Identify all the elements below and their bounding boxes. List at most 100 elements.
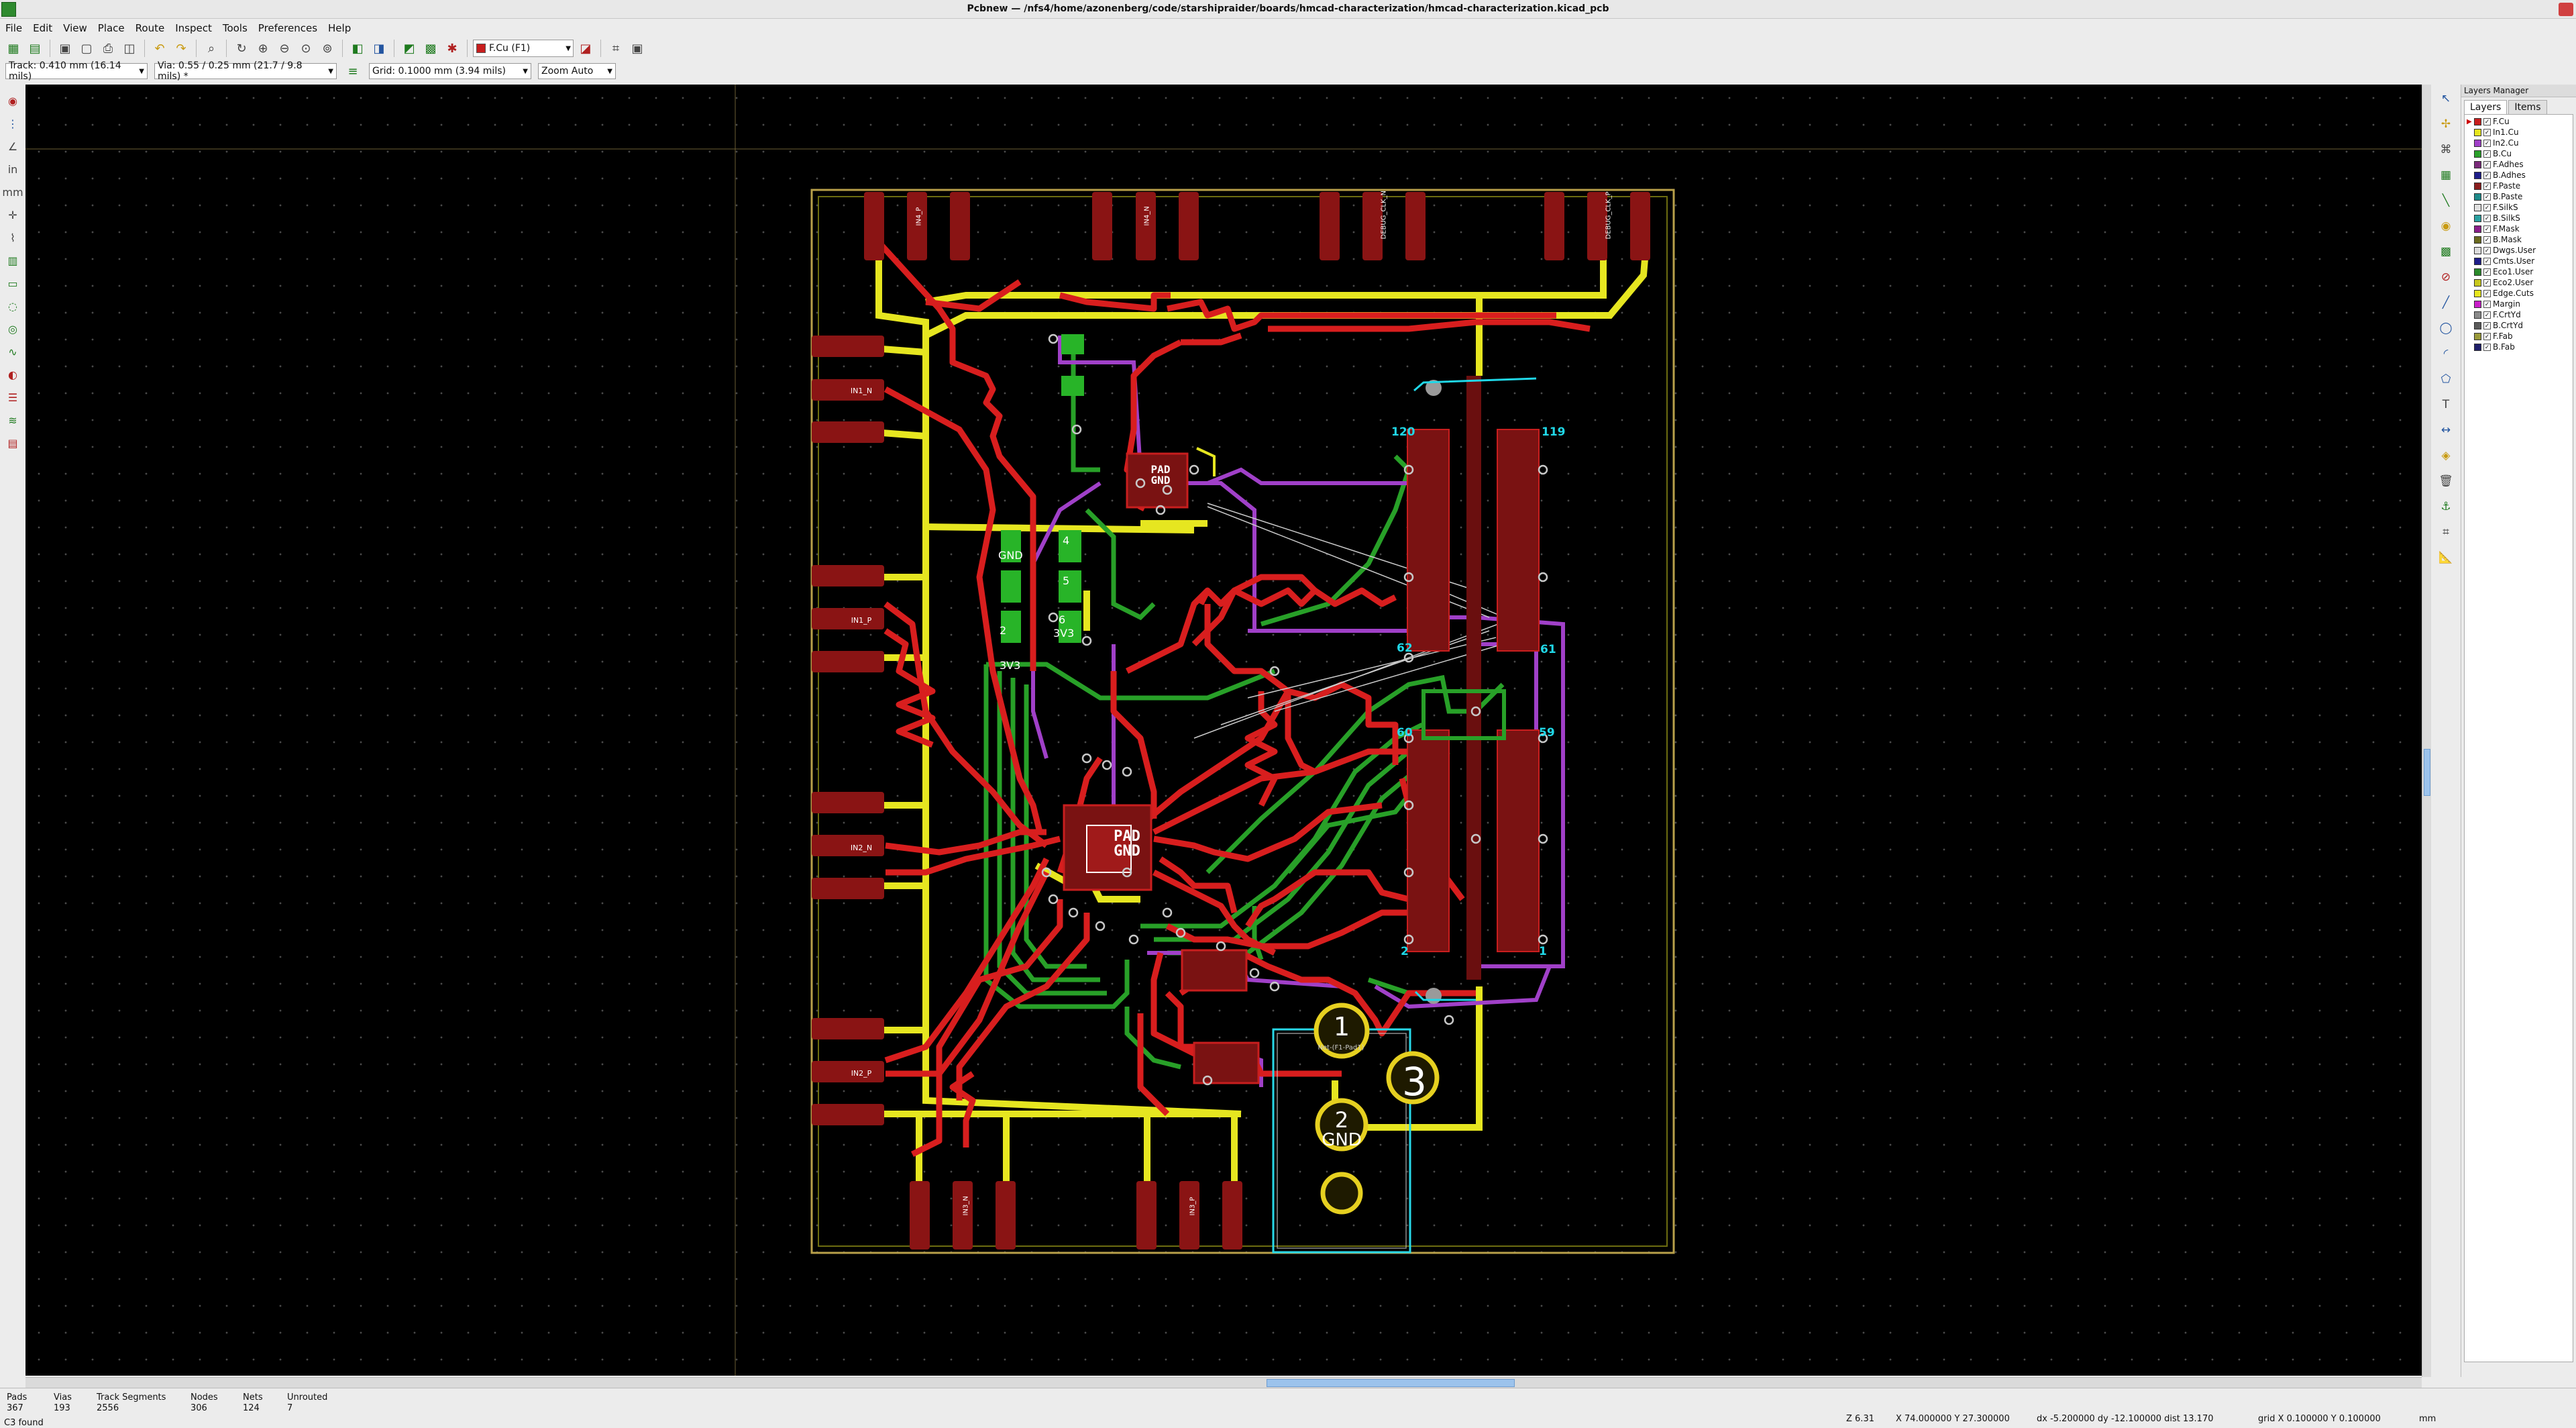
layer-visibility-checkbox[interactable]: ✓ xyxy=(2483,257,2491,265)
layer-color-swatch[interactable] xyxy=(2474,278,2481,287)
track-sketch-icon[interactable]: ∿ xyxy=(8,345,17,358)
layer-visibility-checkbox[interactable]: ✓ xyxy=(2483,160,2491,168)
layer-color-swatch[interactable] xyxy=(2474,203,2481,211)
active-layer-selector[interactable]: F.Cu (F1) ▼ xyxy=(473,40,574,57)
layer-color-swatch[interactable] xyxy=(2474,236,2481,244)
menu-tools[interactable]: Tools xyxy=(222,22,248,34)
open-board-icon[interactable]: ▤ xyxy=(29,41,41,56)
layer-row[interactable]: ✓Cmts.User xyxy=(2465,256,2573,266)
cursor-shape-icon[interactable]: ✛ xyxy=(8,208,17,221)
drc-off-icon[interactable]: ◉ xyxy=(8,94,17,107)
vertical-scrollbar[interactable] xyxy=(2422,85,2431,1377)
layer-color-swatch[interactable] xyxy=(2474,193,2481,201)
layer-row[interactable]: ✓Margin xyxy=(2465,299,2573,309)
page-settings-icon[interactable]: ▢ xyxy=(80,41,93,56)
layer-color-swatch[interactable] xyxy=(2474,160,2481,168)
layer-visibility-checkbox[interactable]: ✓ xyxy=(2483,214,2491,222)
add-text-icon[interactable]: T xyxy=(2442,398,2450,411)
layer-color-swatch[interactable] xyxy=(2474,117,2481,125)
menu-help[interactable]: Help xyxy=(328,22,352,34)
layer-color-swatch[interactable] xyxy=(2474,182,2481,190)
grid-select[interactable]: Grid: 0.1000 mm (3.94 mils) ▼ xyxy=(369,63,531,79)
menu-route[interactable]: Route xyxy=(135,22,165,34)
zone-outline-icon[interactable]: ▭ xyxy=(7,276,18,290)
close-window-button[interactable] xyxy=(2559,3,2573,16)
layer-row[interactable]: ▶✓F.Cu xyxy=(2465,116,2573,127)
new-board-icon[interactable]: ▦ xyxy=(7,41,19,56)
pcb-canvas[interactable]: PAD GND PAD GND IN1_N IN1_P IN2_N IN2_P … xyxy=(25,85,2422,1376)
high-contrast-icon[interactable]: ◐ xyxy=(8,368,17,381)
layer-row[interactable]: ✓F.SilkS xyxy=(2465,202,2573,213)
3d-viewer-icon[interactable]: ▣ xyxy=(631,41,643,56)
layer-row[interactable]: ✓B.CrtYd xyxy=(2465,320,2573,331)
zoom-in-icon[interactable]: ⊕ xyxy=(258,41,268,56)
redraw-icon[interactable]: ↻ xyxy=(236,41,247,56)
horizontal-scrollbar[interactable] xyxy=(25,1377,2422,1388)
layer-visibility-checkbox[interactable]: ✓ xyxy=(2483,289,2491,297)
menu-place[interactable]: Place xyxy=(97,22,125,34)
add-dimension-icon[interactable]: ↔ xyxy=(2440,423,2451,437)
layer-visibility-checkbox[interactable]: ✓ xyxy=(2483,203,2491,211)
layer-visibility-checkbox[interactable]: ✓ xyxy=(2483,117,2491,125)
keepout-area-icon[interactable]: ⊘ xyxy=(2440,270,2451,284)
layer-row[interactable]: ✓B.Mask xyxy=(2465,234,2573,245)
layer-visibility-checkbox[interactable]: ✓ xyxy=(2483,278,2491,287)
layer-row[interactable]: ✓F.Mask xyxy=(2465,223,2573,234)
layer-color-swatch[interactable] xyxy=(2474,214,2481,222)
layer-row[interactable]: ✓In2.Cu xyxy=(2465,138,2573,148)
footprint-viewer-icon[interactable]: ◨ xyxy=(373,41,385,56)
layer-color-swatch[interactable] xyxy=(2474,332,2481,340)
layer-color-swatch[interactable] xyxy=(2474,289,2481,297)
layer-visibility-checkbox[interactable]: ✓ xyxy=(2483,321,2491,329)
footprint-editor-icon[interactable]: ◧ xyxy=(352,41,364,56)
layer-visibility-checkbox[interactable]: ✓ xyxy=(2483,182,2491,190)
print-icon[interactable]: ⎙ xyxy=(103,41,113,56)
vertical-scrollbar-thumb[interactable] xyxy=(2424,749,2430,796)
layer-row[interactable]: ✓In1.Cu xyxy=(2465,127,2573,138)
route-track-icon[interactable]: ╲ xyxy=(2442,194,2450,207)
measure-icon[interactable]: 📐 xyxy=(2438,551,2453,564)
layer-color-swatch[interactable] xyxy=(2474,268,2481,276)
layer-color-swatch[interactable] xyxy=(2474,311,2481,319)
layer-row[interactable]: ✓B.SilkS xyxy=(2465,213,2573,223)
layer-color-swatch[interactable] xyxy=(2474,300,2481,308)
layer-visibility-checkbox[interactable]: ✓ xyxy=(2483,246,2491,254)
layer-visibility-checkbox[interactable]: ✓ xyxy=(2483,225,2491,233)
layer-row[interactable]: ✓F.CrtYd xyxy=(2465,309,2573,320)
layer-color-swatch[interactable] xyxy=(2474,246,2481,254)
layer-visibility-checkbox[interactable]: ✓ xyxy=(2483,332,2491,340)
pad-sketch-icon[interactable]: ◌ xyxy=(8,299,17,313)
layer-color-swatch[interactable] xyxy=(2474,139,2481,147)
netlist-icon[interactable]: ◩ xyxy=(403,41,415,56)
layer-row[interactable]: ✓Dwgs.User xyxy=(2465,245,2573,256)
menu-preferences[interactable]: Preferences xyxy=(258,22,318,34)
local-ratsnest-icon[interactable]: ⌘ xyxy=(2440,143,2452,156)
microwave-tools-icon[interactable]: ≋ xyxy=(8,413,17,427)
layer-visibility-checkbox[interactable]: ✓ xyxy=(2483,343,2491,351)
layer-row[interactable]: ✓Eco2.User xyxy=(2465,277,2573,288)
menu-edit[interactable]: Edit xyxy=(33,22,53,34)
add-target-icon[interactable]: ◈ xyxy=(2441,449,2451,462)
layer-visibility-checkbox[interactable]: ✓ xyxy=(2483,171,2491,179)
units-inch-icon[interactable]: in xyxy=(7,162,18,176)
undo-icon[interactable]: ↶ xyxy=(154,41,165,56)
select-arrow-icon[interactable]: ↖ xyxy=(2440,92,2451,105)
zoom-select[interactable]: Zoom Auto ▼ xyxy=(538,63,616,79)
zoom-fit-icon[interactable]: ⊙ xyxy=(301,41,311,56)
plot-icon[interactable]: ◫ xyxy=(123,41,136,56)
highlight-net-icon[interactable]: ✢ xyxy=(2440,117,2451,131)
layer-row[interactable]: ✓F.Adhes xyxy=(2465,159,2573,170)
add-footprint-icon[interactable]: ▦ xyxy=(2440,168,2452,182)
layer-row[interactable]: ✓F.Paste xyxy=(2465,181,2573,191)
layers-manager-toggle-icon[interactable]: ☰ xyxy=(7,391,18,404)
layer-visibility-checkbox[interactable]: ✓ xyxy=(2483,128,2491,136)
layer-visibility-checkbox[interactable]: ✓ xyxy=(2483,311,2491,319)
layer-visibility-checkbox[interactable]: ✓ xyxy=(2483,300,2491,308)
layer-row[interactable]: ✓Edge.Cuts xyxy=(2465,288,2573,299)
layer-color-swatch[interactable] xyxy=(2474,257,2481,265)
layer-color-swatch[interactable] xyxy=(2474,171,2481,179)
layer-color-swatch[interactable] xyxy=(2474,225,2481,233)
add-zone-icon[interactable]: ▩ xyxy=(2440,245,2452,258)
add-arc-icon[interactable]: ◜ xyxy=(2443,347,2449,360)
layer-row[interactable]: ✓F.Fab xyxy=(2465,331,2573,342)
